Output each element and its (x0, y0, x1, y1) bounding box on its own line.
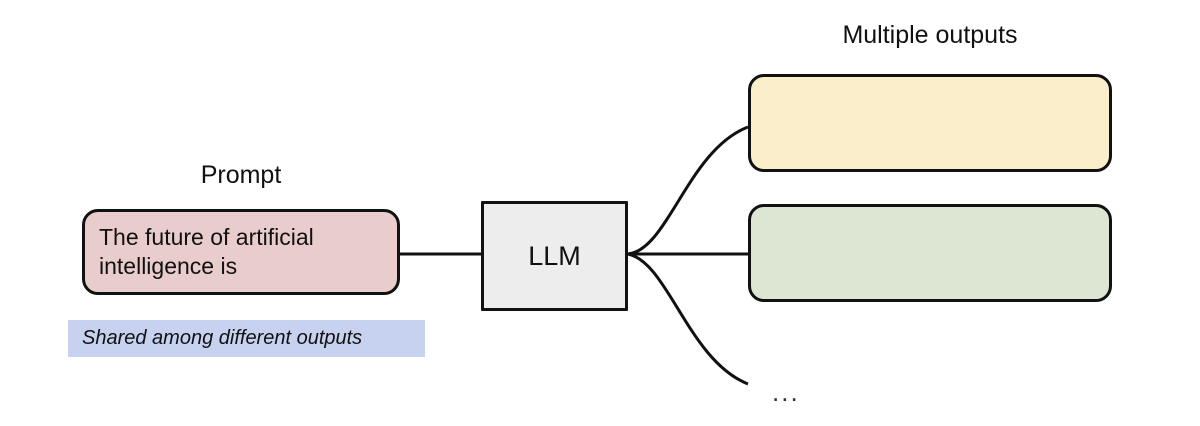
outputs-ellipsis: ... (772, 377, 800, 407)
shared-among-outputs-banner: Shared among different outputs (68, 320, 425, 357)
shared-among-outputs-label: Shared among different outputs (82, 327, 363, 349)
outputs-caption: Multiple outputs (842, 21, 1018, 49)
prompt-text: The future of artificial intelligence is (99, 223, 314, 279)
prompt-box[interactable]: The future of artificial intelligence is (82, 209, 400, 295)
llm-box[interactable]: LLM (481, 201, 628, 311)
llm-label: LLM (528, 240, 581, 271)
connector-llm-to-ellipsis (627, 252, 749, 386)
output-box-2[interactable] (748, 204, 1112, 302)
prompt-caption: Prompt (200, 161, 282, 189)
output-box-1[interactable] (748, 74, 1112, 172)
connector-llm-to-output-1 (627, 125, 749, 256)
